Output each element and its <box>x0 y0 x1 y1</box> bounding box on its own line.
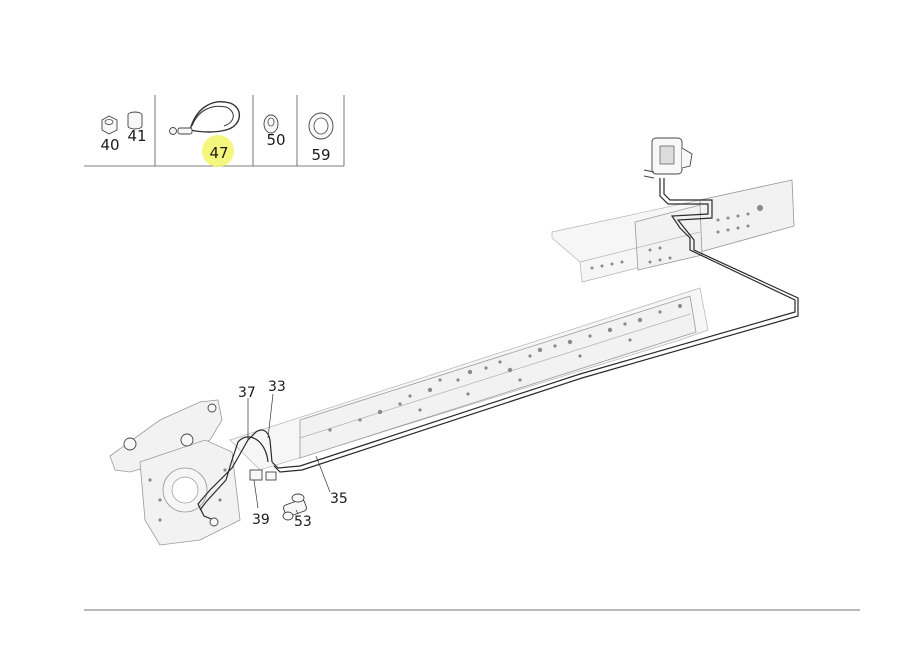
legend-number-50: 50 <box>266 131 285 149</box>
front-bracket <box>109 399 241 546</box>
sleeve-icon <box>127 111 143 130</box>
main-frame-rail <box>229 287 709 471</box>
tee-fitting-53 <box>282 493 307 521</box>
valve-assembly-top <box>643 137 693 179</box>
legend-number-47: 47 <box>209 144 228 162</box>
legend-number-41: 41 <box>127 127 146 145</box>
cable-clip-icon <box>169 101 240 135</box>
callouts: 37 33 35 39 53 <box>238 379 348 530</box>
callout-53: 53 <box>294 514 312 530</box>
callout-35: 35 <box>330 491 348 507</box>
callout-37: 37 <box>238 385 256 401</box>
legend-number-40: 40 <box>100 136 119 154</box>
upper-frame-section <box>551 137 795 283</box>
callout-33: 33 <box>268 379 286 395</box>
pipe-end-fitting <box>209 517 219 527</box>
highlight-marker <box>202 135 234 167</box>
callout-39: 39 <box>252 512 270 528</box>
brake-pipe-main <box>271 178 799 473</box>
parts-legend-table: 40 41 47 50 59 <box>84 95 345 167</box>
pipe-connector-39 <box>249 469 277 481</box>
grommet-icon <box>308 112 334 140</box>
legend-number-59: 59 <box>311 146 330 164</box>
flange-nut-icon <box>263 114 279 134</box>
brake-pipe-branch <box>197 429 273 521</box>
hex-nut-icon <box>101 115 118 135</box>
